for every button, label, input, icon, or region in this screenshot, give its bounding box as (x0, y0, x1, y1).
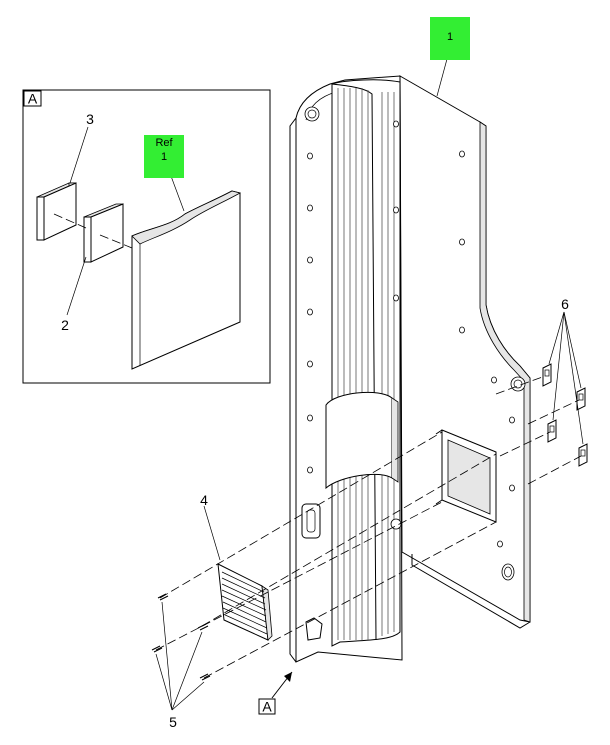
callout-5-leader-2 (171, 631, 203, 711)
clip-2 (576, 387, 586, 411)
callout-1-label: 1 (447, 31, 453, 43)
ref-callout-box (144, 135, 184, 178)
callout-6-leader-4 (563, 311, 584, 445)
clip-4 (578, 443, 588, 467)
channel-opening (325, 391, 393, 490)
detail-frame (22, 89, 271, 384)
callout-6-label: 6 (561, 296, 569, 312)
callout-4-leader (203, 505, 221, 561)
detail-view-letter: A (28, 91, 38, 107)
callout-6-leader-2 (563, 311, 582, 389)
callout-1-leader (436, 58, 448, 97)
main-panel: 1 (289, 17, 531, 663)
callout-3-label: 3 (86, 111, 94, 127)
callout-1-box (430, 17, 470, 60)
detail-align-line-1 (53, 213, 87, 229)
channel-ribs (337, 88, 395, 640)
detail-view-tag (23, 90, 42, 107)
frame-slot (301, 503, 321, 539)
callout-2-label: 2 (61, 317, 69, 333)
screw-1 (157, 593, 169, 601)
screws-part-5: 5 (151, 593, 211, 730)
clip-1 (542, 363, 552, 387)
callout-5-leader-1 (161, 601, 173, 711)
ref-callout-number: 1 (161, 151, 167, 163)
screw-4 (199, 673, 211, 681)
port-opening (435, 429, 497, 523)
panel-ribbed-channel (331, 79, 401, 647)
callout-6-leader-1 (548, 311, 565, 365)
frame-lower-cutout (305, 617, 323, 641)
callout-2-leader (66, 256, 87, 316)
screw-2 (197, 623, 209, 631)
callout-6-leader-3 (552, 311, 565, 421)
callout-3-leader (69, 126, 89, 184)
callout-4-label: 4 (200, 492, 208, 508)
screw-3 (151, 645, 163, 653)
lower-mount-hole (501, 563, 515, 581)
clip-3 (547, 419, 557, 443)
ref-callout-word: Ref (155, 137, 173, 149)
grille-part-4: 4 (200, 492, 273, 641)
top-mount-hole (304, 106, 320, 122)
detail-view-a: A 3 2 Ref 1 (22, 89, 271, 384)
view-marker-a: A (258, 671, 293, 715)
assembly-lines (155, 375, 582, 679)
clips-part-6: 6 (542, 296, 588, 467)
callout-5-leader-4 (171, 681, 205, 711)
view-marker-letter: A (262, 699, 272, 715)
detail-part-2 (83, 203, 124, 263)
frame-holes (307, 120, 515, 548)
detail-ref-panel (131, 190, 242, 370)
panel-back-plate (399, 75, 531, 623)
detail-part-3 (36, 182, 77, 241)
callout-5-label: 5 (169, 714, 177, 730)
detail-align-line-2 (99, 234, 133, 249)
callout-5-leader-3 (155, 653, 173, 711)
